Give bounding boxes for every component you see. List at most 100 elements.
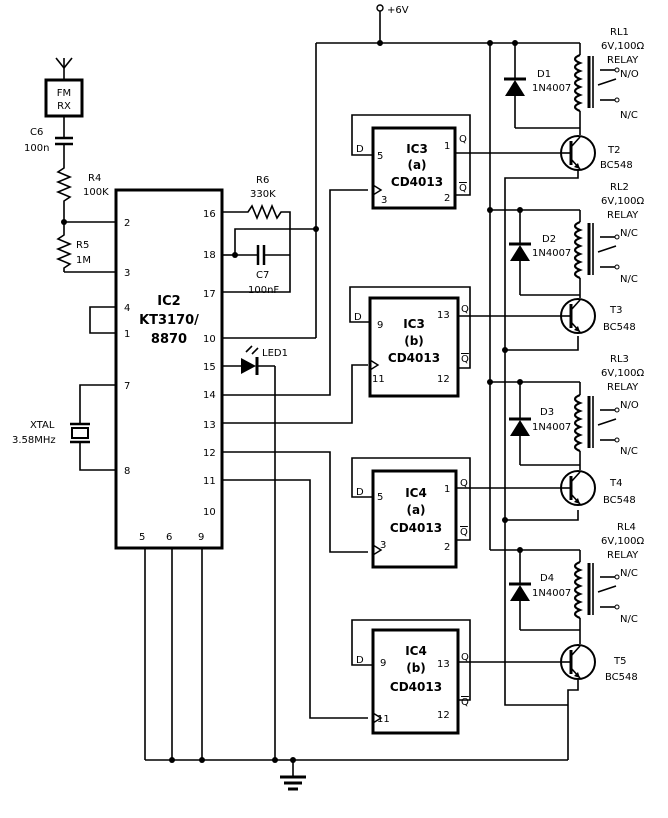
ff-pin-q: 13 — [437, 310, 450, 321]
transistor-part: BC548 — [603, 322, 636, 333]
relay-contact-1: N/C — [620, 568, 638, 579]
fm-label-top: FM — [57, 88, 71, 99]
c6-value: 100n — [24, 143, 49, 154]
relay-name: RL3 — [610, 354, 629, 365]
ic2-pin: 6 — [166, 532, 172, 543]
ff-d-letter: D — [356, 655, 364, 666]
ff-part: CD4013 — [390, 521, 442, 535]
relay-contact-2: N/C — [620, 274, 638, 285]
led-indicator: LED1 — [222, 345, 288, 760]
ff-part: CD4013 — [390, 680, 442, 694]
relay-contact-1: N/C — [620, 228, 638, 239]
ground-icon — [280, 775, 306, 791]
r5-value: 1M — [76, 255, 91, 266]
ff-pin-clk: 3 — [381, 195, 387, 206]
ff-name: IC4 — [405, 486, 427, 500]
ic2-pin: 2 — [124, 218, 130, 229]
relay-name: RL1 — [610, 27, 629, 38]
ff-pin-qbar: 12 — [437, 710, 450, 721]
ic2-pin: 10 — [203, 507, 216, 518]
ic2-pin: 18 — [203, 250, 216, 261]
ff-sub: (b) — [406, 661, 426, 675]
relay-name: RL4 — [617, 522, 636, 533]
r4-value: 100K — [83, 187, 109, 198]
transistor-name: T4 — [609, 478, 622, 489]
transistor-name: T3 — [609, 305, 622, 316]
antenna-icon — [55, 57, 73, 80]
diode-name: D4 — [540, 573, 554, 584]
ff-name: IC3 — [403, 317, 425, 331]
ff-sub: (a) — [407, 158, 426, 172]
emitter-bus — [502, 170, 579, 760]
supply-terminal: +6V — [376, 4, 409, 16]
relay-spec: 6V,100Ω — [601, 196, 644, 207]
flipflop-ic3a: D 5 3 1 2 Q Q IC3 (a) CD4013 — [351, 114, 471, 210]
diode-part: 1N4007 — [532, 83, 571, 94]
relay-contact-2: N/C — [620, 110, 638, 121]
ff-q-letter: Q — [461, 652, 469, 663]
ic2-pin: 4 — [124, 303, 130, 314]
relay-contact-1: N/O — [620, 400, 639, 411]
ic2-pin: 5 — [139, 532, 145, 543]
diode-part: 1N4007 — [532, 588, 571, 599]
ic2-name: IC2 — [157, 294, 180, 309]
relay-spec: 6V,100Ω — [601, 41, 644, 52]
ff-pin-d: 9 — [380, 658, 386, 669]
r4-name: R4 — [88, 173, 101, 184]
capacitor-c6: C6 100n — [24, 127, 73, 165]
c6-name: C6 — [30, 127, 43, 138]
ff-name: IC4 — [405, 644, 427, 658]
relay-spec: 6V,100Ω — [601, 368, 644, 379]
ff-pin-clk: 11 — [372, 374, 385, 385]
ff-d-letter: D — [356, 487, 364, 498]
xtal-name: XTAL — [30, 420, 55, 431]
ff-pin-q: 1 — [444, 484, 450, 495]
ic2-pin: 10 — [203, 334, 216, 345]
flipflop-ic3b: D 9 11 13 12 Q Q IC3 (b) CD4013 — [349, 286, 471, 398]
ff-pin-q: 1 — [444, 141, 450, 152]
relay-spec: 6V,100Ω — [601, 536, 644, 547]
ff-d-letter: D — [354, 312, 362, 323]
ff-q-letter: Q — [460, 478, 468, 489]
ic2-pin: 9 — [198, 532, 204, 543]
ff-q-letter: Q — [461, 304, 469, 315]
capacitor-c7: C7 100nF — [235, 245, 290, 296]
relay-type: RELAY — [607, 210, 639, 221]
ff-qbar-letter: Q — [461, 697, 469, 708]
ic2-pin: 3 — [124, 268, 130, 279]
ff-pin-clk: 11 — [377, 714, 390, 725]
supply-rail — [222, 11, 580, 551]
ic2-pin: 13 — [203, 420, 216, 431]
ic2-pin: 15 — [203, 362, 216, 373]
ground-bus — [144, 548, 568, 777]
ff-qbar-letter: Q — [459, 183, 467, 194]
ic2-pin: 16 — [203, 209, 216, 220]
relay-type: RELAY — [607, 550, 639, 561]
relay-stage-1: D1 1N4007 RL1 6V,100Ω RELAY N/O N/C T2 B… — [504, 27, 644, 171]
resistor-r5: R5 1M — [55, 222, 91, 272]
relay-type: RELAY — [607, 382, 639, 393]
ff-pin-q: 13 — [437, 659, 450, 670]
ff-pin-qbar: 2 — [444, 542, 450, 553]
flipflop-ic4b: D 9 11 13 12 Q Q IC4 (b) CD4013 — [351, 619, 471, 735]
diode-name: D1 — [537, 69, 551, 80]
supply-label: +6V — [387, 5, 409, 16]
fm-label-bottom: RX — [57, 101, 71, 112]
transistor-name: T2 — [607, 145, 620, 156]
diode-name: D2 — [542, 234, 556, 245]
resistor-r4: R4 100K — [55, 165, 109, 222]
diode-part: 1N4007 — [532, 248, 571, 259]
relay-stage-3: D3 1N4007 RL3 6V,100Ω RELAY N/O N/C T4 B… — [509, 354, 644, 506]
led-label: LED1 — [262, 348, 288, 359]
ic2-pin: 1 — [124, 329, 130, 340]
ff-sub: (b) — [404, 334, 424, 348]
ic2-pin: 7 — [124, 381, 130, 392]
ff-pin-clk: 3 — [380, 540, 386, 551]
relay-stage-4: D4 1N4007 RL4 6V,100Ω RELAY N/C N/C T5 B… — [509, 522, 644, 683]
ic2-pin: 12 — [203, 448, 216, 459]
ff-pin-d: 5 — [377, 151, 383, 162]
ic2-part1: KT3170/ — [139, 313, 199, 328]
ic2-part2: 8870 — [151, 332, 187, 347]
ff-pin-d: 9 — [377, 320, 383, 331]
crystal: XTAL 3.58MHz — [12, 384, 116, 471]
